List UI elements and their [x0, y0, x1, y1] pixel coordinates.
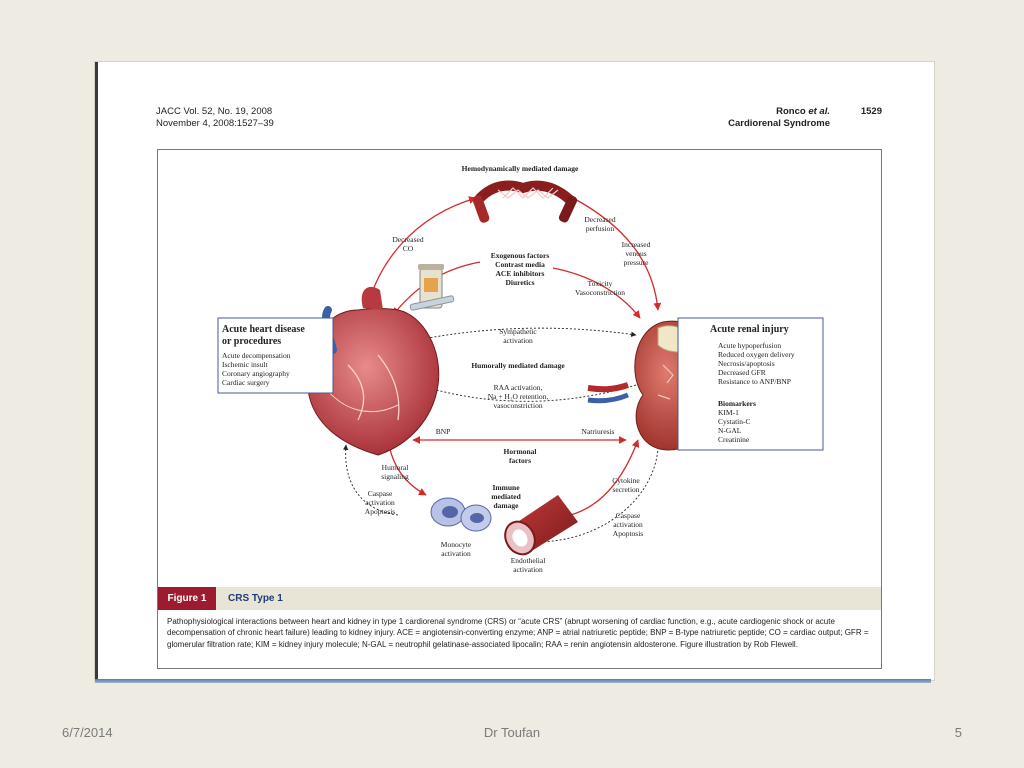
capillary-network-icon [472, 180, 578, 223]
label-caspase-right-1: Caspase [616, 511, 641, 520]
label-toxicity-2: Vasoconstriction [575, 288, 625, 297]
footer-date: 6/7/2014 [62, 725, 113, 740]
figure-caption: Pathophysiological interactions between … [167, 617, 869, 649]
running-title: Cardiorenal Syndrome [728, 118, 830, 129]
biomarker-item: N-GAL [718, 426, 742, 435]
label-endothelial-2: activation [513, 565, 543, 574]
label-humoral-signaling-1: Humoral [382, 463, 409, 472]
cardiorenal-diagram: Hemodynamically mediated damage Decrease… [217, 164, 824, 574]
monocyte-cells-icon [430, 497, 492, 532]
label-monocyte-2: activation [441, 549, 471, 558]
endothelial-vessel-icon [504, 495, 578, 556]
label-perfusion-2: perfusion [586, 224, 615, 233]
heart-box-item: Coronary angiography [222, 369, 290, 378]
label-immune-2: mediated [491, 492, 521, 501]
journal-line-1: JACC Vol. 52, No. 19, 2008 [156, 106, 273, 117]
label-hormonal-1: Hormonal [504, 447, 537, 456]
label-venous-2: venous [625, 249, 646, 258]
label-endothelial-1: Endothelial [511, 556, 546, 565]
kidney-box-item: Decreased GFR [718, 368, 766, 377]
label-bnp: BNP [436, 427, 451, 436]
label-exogenous-3: ACE inhibitors [496, 269, 545, 278]
label-caspase-right-3: Apoptosis [613, 529, 644, 538]
label-exogenous-4: Diuretics [505, 278, 534, 287]
figure-1: Hemodynamically mediated damage Decrease… [157, 149, 882, 669]
label-immune-3: damage [494, 501, 520, 510]
biomarker-item: KIM-1 [718, 408, 739, 417]
label-immune-1: Immune [492, 483, 520, 492]
arrow-exogenous-to-kidney [552, 267, 641, 319]
biomarker-item: Cystatin-C [718, 417, 751, 426]
kidney-box-item: Resistance to ANP/BNP [718, 377, 791, 386]
authors: Ronco et al. [776, 106, 830, 117]
heart-box [217, 317, 334, 394]
label-hormonal-2: factors [509, 456, 531, 465]
journal-line-2: November 4, 2008:1527–39 [156, 118, 274, 129]
slide-number: 5 [954, 725, 962, 740]
label-caspase-left-2: activation [365, 498, 395, 507]
kidney-box-item: Acute hypoperfusion [718, 341, 781, 350]
biomarker-item: Creatinine [718, 435, 750, 444]
label-hemodynamic: Hemodynamically mediated damage [462, 164, 579, 173]
paper-bottom-edge [95, 679, 931, 683]
label-caspase-right-2: activation [613, 520, 643, 529]
kidney-box-title: Acute renal injury [710, 324, 789, 335]
arrow-sympathetic [402, 327, 637, 345]
journal-citation: JACC Vol. 52, No. 19, 2008 November 4, 2… [156, 106, 274, 130]
label-cytokine-1: Cytokine [612, 476, 640, 485]
label-natriuresis: Natriuresis [582, 427, 615, 436]
heart-box-item: Acute decompensation [222, 351, 291, 360]
kidney-box-item: Necrosis/apoptosis [718, 359, 775, 368]
arrow-humoral-signaling [342, 444, 399, 516]
biomarkers-title: Biomarkers [718, 399, 756, 408]
label-decreased-co-1: Decreased [392, 235, 423, 244]
label-caspase-left-1: Caspase [368, 489, 393, 498]
label-exogenous-1: Exogenous factors [491, 251, 550, 260]
label-cytokine-2: secretion [612, 485, 639, 494]
kidney-box [677, 317, 824, 451]
drug-vial-icon [409, 264, 455, 311]
heart-box-item: Ischemic insult [222, 360, 269, 369]
label-decreased-co-2: CO [403, 244, 414, 253]
label-raa-2: Na + H₂O retention, [488, 392, 549, 401]
heart-box-title-1: Acute heart disease [222, 324, 305, 335]
heart-box-title-2: or procedures [222, 336, 281, 347]
footer-author: Dr Toufan [483, 725, 541, 740]
paper-page: JACC Vol. 52, No. 19, 2008 November 4, 2… [95, 62, 934, 680]
label-sympathetic-1: Sympathetic [499, 327, 537, 336]
figure-label: Figure 1 [158, 587, 216, 610]
label-toxicity-1: Toxicity [588, 279, 613, 288]
label-raa-3: vasoconstriction [493, 401, 542, 410]
journal-page-number: 1529 [860, 106, 882, 117]
label-perfusion-1: Decreased [584, 215, 615, 224]
label-monocyte-1: Monocyte [441, 540, 472, 549]
running-header: 1529 Ronco et al. Cardiorenal Syndrome [728, 106, 882, 130]
label-exogenous-2: Contrast media [495, 260, 545, 269]
label-humoral-signaling-2: signaling [381, 472, 409, 481]
label-raa-1: RAA activation, [494, 383, 543, 392]
figure-caption-band: Figure 1 CRS Type 1 [158, 587, 881, 610]
label-venous-3: pressure [624, 258, 650, 267]
label-humoral-damage: Humorally mediated damage [471, 361, 565, 370]
figure-title: CRS Type 1 [228, 593, 283, 604]
arrow-perfusion-to-kidney [572, 197, 662, 311]
kidney-box-item: Reduced oxygen delivery [718, 350, 795, 359]
label-sympathetic-2: activation [503, 336, 533, 345]
heart-box-item: Cardiac surgery [222, 378, 270, 387]
label-caspase-left-3: Apoptosis [365, 507, 396, 516]
label-venous-1: Increased [622, 240, 651, 249]
arrow-apoptosis-right [527, 434, 662, 543]
